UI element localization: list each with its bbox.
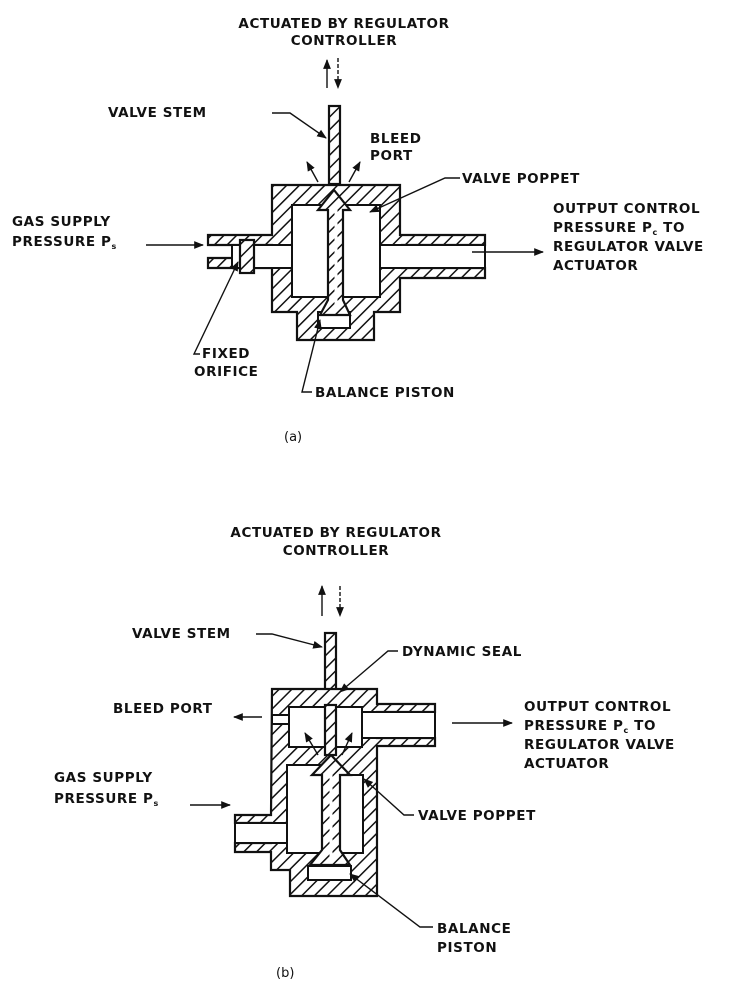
valve-poppet-leader-a [369,177,460,213]
bleed-arrow-right-icon [348,161,361,183]
bleed-port-label-a-line2: PORT [370,148,413,164]
balance-piston-label-b-line2: PISTON [437,940,497,956]
balance-piston-cavity-b [307,865,352,881]
valve-poppet-label-a: VALVE POPPET [462,171,580,187]
gas-supply-label-a-line1: GAS SUPPLY [12,214,111,230]
output-label-b-line2: PRESSURE Pc TO [524,718,656,735]
right-chamber-b [339,774,364,854]
output-label-b-line4: ACTUATOR [524,756,609,772]
valve-poppet-a [315,188,353,317]
balance-piston-leader-a [301,319,322,393]
dynamic-seal-stem-b [323,703,338,757]
outlet-bore-b [361,711,436,739]
valve-poppet-label-b: VALVE POPPET [418,808,536,824]
bleed-port-label-b: BLEED PORT [113,701,213,717]
actuation-label-a-line1: ACTUATED BY REGULATOR [238,16,449,32]
inlet-bore-b [234,822,288,844]
figure-b: ACTUATED BY REGULATOR CONTROLLER VALVE S… [54,525,675,981]
bleed-passage-b [271,714,290,725]
caption-b: (b) [276,966,294,981]
left-chamber-b [286,764,323,854]
fixed-orifice-leader-a [192,261,239,355]
output-label-b-line3: REGULATOR VALVE [524,737,675,753]
valve-stem-leader-a [272,112,327,139]
valve-stem-b [323,631,338,695]
gas-supply-label-b-line2: PRESSURE Ps [54,791,159,808]
fixed-orifice-label-a-line1: FIXED [202,346,250,362]
right-chamber-a [342,204,381,298]
balance-piston-label-b-line1: BALANCE [437,921,511,937]
bleed-arrow-left-icon [306,161,319,183]
outlet-bore-a [379,244,486,269]
flow-arrow-left-icon [304,732,319,756]
left-chamber-a [291,204,329,298]
fixed-orifice-label-a-line2: ORIFICE [194,364,258,380]
valve-poppet-leader-b [363,778,414,816]
fixed-orifice-a [238,238,256,275]
output-label-a-line2: PRESSURE Pc TO [553,220,685,237]
flow-arrow-right-icon [341,732,353,756]
valve-stem-label-b: VALVE STEM [132,626,231,642]
gas-supply-label-a-line2: PRESSURE Ps [12,234,117,251]
bleed-port-label-a-line1: BLEED [370,131,422,147]
dynamic-seal-leader-b [339,650,398,693]
valve-stem-leader-b [256,633,323,649]
figure-a: ACTUATED BY REGULATOR CONTROLLER VALVE S… [12,16,704,445]
actuation-label-a-line2: CONTROLLER [291,33,398,49]
actuation-label-b-line2: CONTROLLER [283,543,390,559]
output-label-b-line1: OUTPUT CONTROL [524,699,671,715]
output-label-a-line1: OUTPUT CONTROL [553,201,700,217]
actuation-label-b-line1: ACTUATED BY REGULATOR [230,525,441,541]
balance-piston-label-a: BALANCE PISTON [315,385,455,401]
output-label-a-line3: REGULATOR VALVE [553,239,704,255]
dynamic-seal-label-b: DYNAMIC SEAL [402,644,522,660]
valve-stem-a [327,104,342,186]
balance-piston-leader-b [349,873,433,928]
valve-stem-label-a: VALVE STEM [108,105,207,121]
gas-supply-label-b-line1: GAS SUPPLY [54,770,153,786]
caption-a: (a) [284,430,302,445]
output-label-a-line4: ACTUATOR [553,258,638,274]
